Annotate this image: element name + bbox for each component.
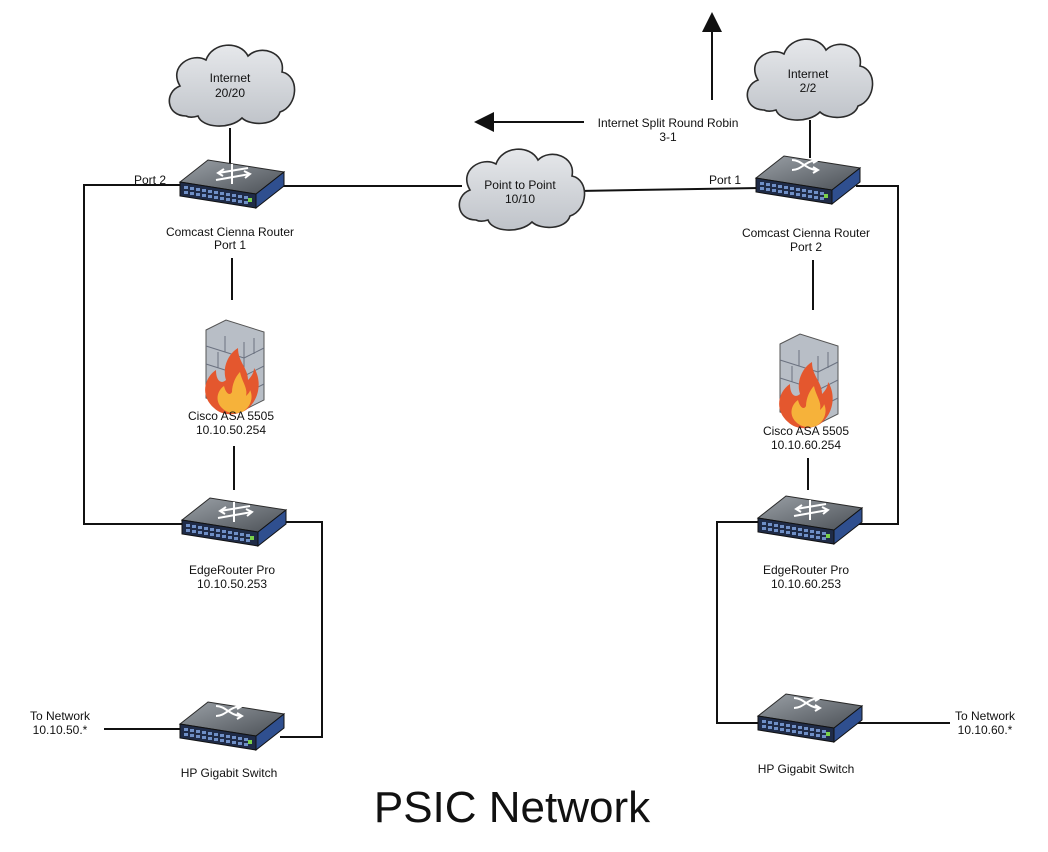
- left-switch-label: HP Gigabit Switch: [181, 766, 278, 780]
- left-router-port: Port 1: [214, 238, 246, 252]
- left-firewall-label: Cisco ASA 5505: [188, 409, 274, 423]
- right-network-label: To Network: [955, 709, 1016, 723]
- right-router-wan-port: Port 1: [709, 173, 741, 187]
- router-icon: [755, 155, 861, 205]
- wire-left-edge-switch: [280, 521, 323, 738]
- right-site: Internet 2/2 Port 1 Comcast Cienna Route…: [709, 38, 1016, 776]
- left-firewall-ip: 10.10.50.254: [196, 423, 266, 437]
- p2p-label: Point to Point: [484, 178, 556, 192]
- right-firewall-ip: 10.10.60.254: [771, 438, 841, 452]
- right-internet-label: Internet: [788, 67, 829, 81]
- p2p-speed: 10/10: [505, 192, 535, 206]
- wire-right-p2p-router: [577, 187, 761, 192]
- firewall-icon: [204, 319, 265, 415]
- left-network-label: To Network: [30, 709, 91, 723]
- wires: [83, 12, 950, 738]
- diagram-title: PSIC Network: [374, 783, 651, 832]
- edgerouter-icon: [181, 497, 287, 547]
- wire-right-edge-switch: [716, 521, 760, 724]
- right-edge-ip: 10.10.60.253: [771, 577, 841, 591]
- router-icon: [179, 159, 285, 209]
- right-switch-label: HP Gigabit Switch: [758, 762, 855, 776]
- right-network-range: 10.10.60.*: [958, 723, 1013, 737]
- left-site: Internet 20/20 Port 2 Comcast Cienna Rou…: [30, 44, 296, 780]
- left-router-wan-port: Port 2: [134, 173, 166, 187]
- left-edge-ip: 10.10.50.253: [197, 577, 267, 591]
- switch-icon: [757, 693, 863, 743]
- firewall-icon: [778, 333, 839, 429]
- left-network-range: 10.10.50.*: [33, 723, 88, 737]
- split-label: Internet Split Round Robin: [598, 116, 739, 130]
- right-firewall-label: Cisco ASA 5505: [763, 424, 849, 438]
- left-edge-label: EdgeRouter Pro: [189, 563, 275, 577]
- right-router-label: Comcast Cienna Router: [742, 226, 870, 240]
- edgerouter-icon: [757, 495, 863, 545]
- center: Point to Point 10/10 Internet Split Roun…: [458, 116, 739, 231]
- switch-icon: [179, 701, 285, 751]
- left-router-label: Comcast Cienna Router: [166, 225, 294, 239]
- left-internet-speed: 20/20: [215, 86, 245, 100]
- wire-left-port2-edge: [83, 184, 190, 525]
- right-edge-label: EdgeRouter Pro: [763, 563, 849, 577]
- right-internet-speed: 2/2: [800, 81, 817, 95]
- right-router-port: Port 2: [790, 240, 822, 254]
- wire-right-port2-edge: [856, 185, 899, 525]
- split-ratio: 3-1: [659, 130, 677, 144]
- left-internet-label: Internet: [210, 71, 251, 85]
